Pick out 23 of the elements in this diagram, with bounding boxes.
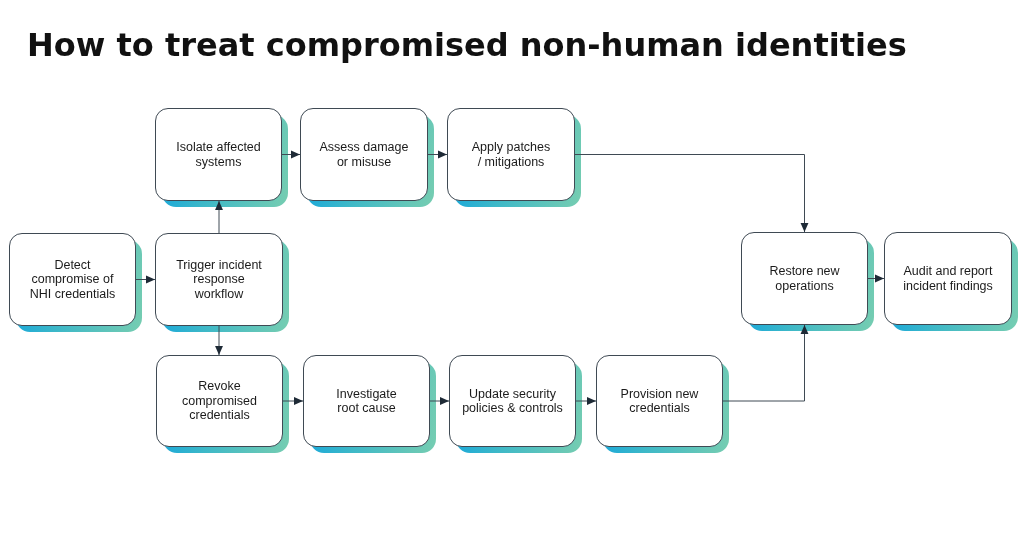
arrow: [282, 397, 304, 405]
arrow: [215, 325, 223, 356]
arrow: [135, 275, 156, 284]
step-label: Trigger incident response workflow: [175, 257, 263, 302]
arrow: [429, 397, 450, 405]
arrow: [215, 200, 223, 234]
arrow: [867, 274, 885, 283]
step-label: Revoke compromised credentials: [181, 379, 258, 423]
arrow: [281, 150, 301, 159]
step-label: Audit and report incident findings: [902, 264, 994, 293]
step-label: Assess damage or misuse: [318, 140, 410, 169]
arrow: [574, 154, 809, 233]
arrow: [575, 397, 597, 405]
step-label: Apply patches / mitigations: [471, 140, 551, 169]
step-label: Investigate root cause: [335, 386, 398, 416]
step-label: Detect compromise of NHI credentials: [28, 257, 117, 302]
arrow: [427, 150, 448, 159]
step-label: Isolate affected systems: [175, 140, 262, 169]
arrow: [722, 324, 809, 402]
step-label: Provision new credentials: [619, 386, 700, 416]
step-label: Restore new operations: [768, 264, 841, 293]
diagram-title: How to treat compromised non-human identities: [27, 26, 907, 64]
step-label: Update security policies & controls: [461, 386, 564, 416]
